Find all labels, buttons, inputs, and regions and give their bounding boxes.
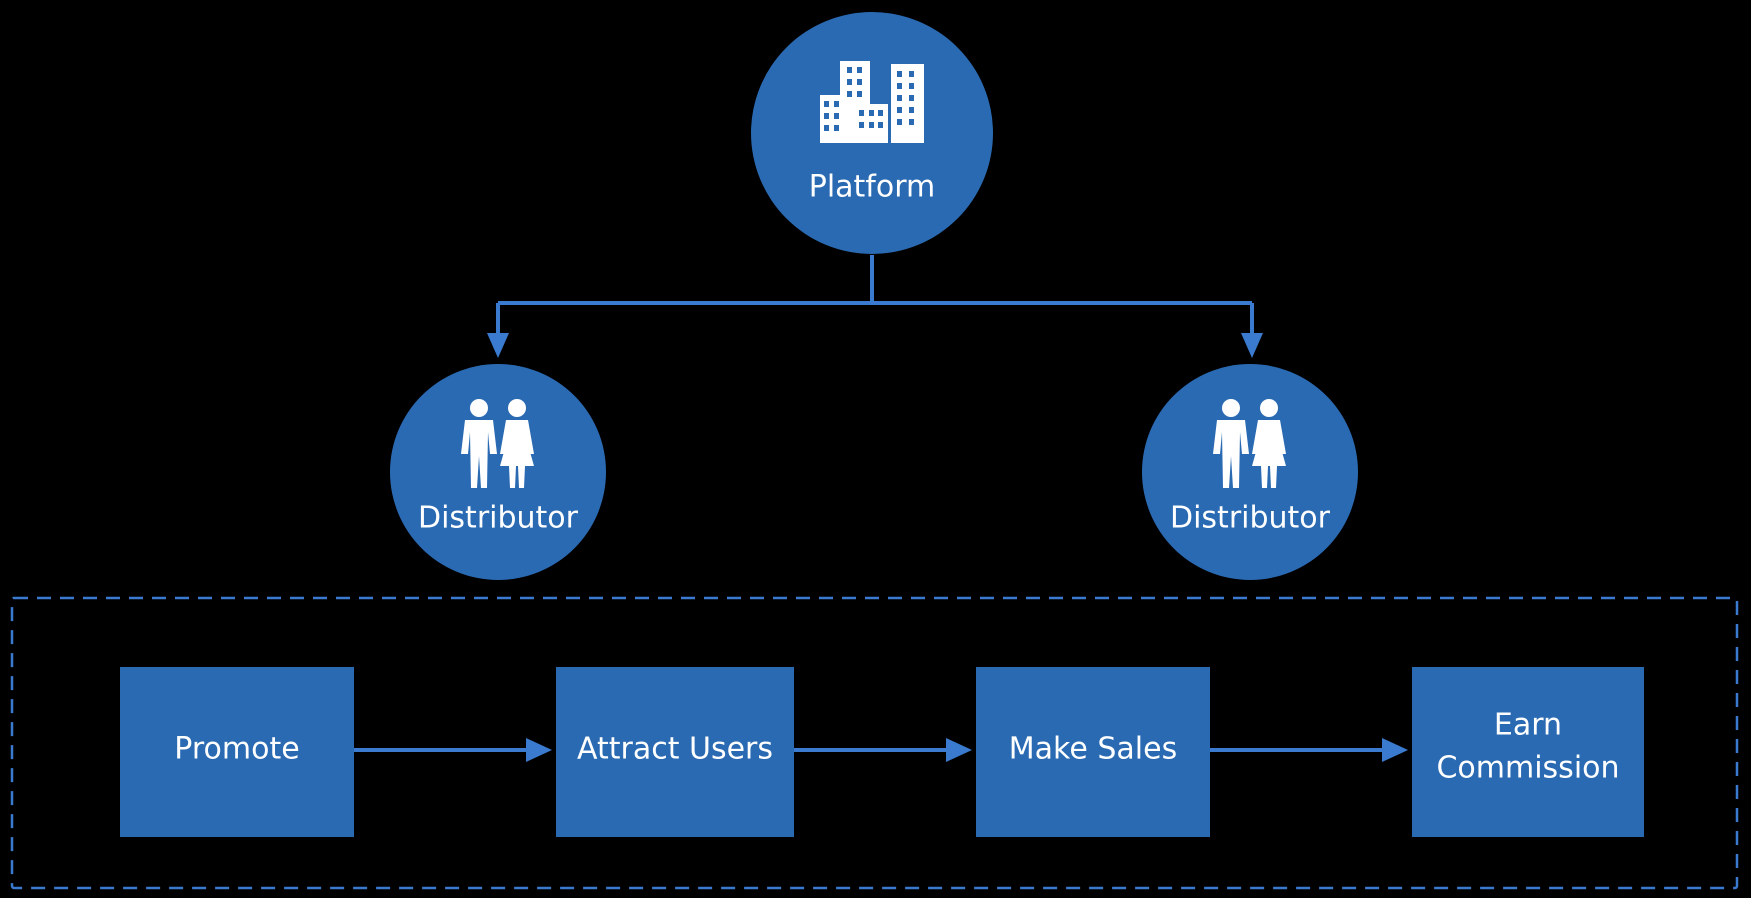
process-step-earn-commission: Earn Commission bbox=[1412, 667, 1644, 837]
arrow-promote-to-attract bbox=[526, 738, 552, 762]
arrow-attract-to-sales bbox=[946, 738, 972, 762]
couple-people-icon bbox=[1213, 399, 1286, 488]
platform-node: Platform bbox=[751, 12, 993, 254]
platform-to-distributors-connector bbox=[487, 255, 1263, 358]
office-buildings-icon bbox=[820, 61, 924, 143]
step-label: Attract Users bbox=[577, 732, 773, 767]
process-step-promote: Promote bbox=[120, 667, 354, 837]
distributor-label-left: Distributor bbox=[418, 501, 579, 536]
step-label: Promote bbox=[174, 732, 299, 767]
step-label-line-2: Commission bbox=[1436, 751, 1619, 786]
arrow-to-left-distributor bbox=[487, 333, 509, 358]
distributor-node-right: Distributor bbox=[1142, 364, 1358, 580]
distributor-label-right: Distributor bbox=[1170, 501, 1331, 536]
process-step-make-sales: Make Sales bbox=[976, 667, 1210, 837]
step-label-line-1: Earn bbox=[1494, 708, 1562, 743]
couple-people-icon bbox=[461, 399, 534, 488]
step-label: Make Sales bbox=[1009, 732, 1177, 767]
process-container-border bbox=[10, 596, 1739, 890]
arrow-sales-to-commission bbox=[1382, 738, 1408, 762]
distributor-node-left: Distributor bbox=[390, 364, 606, 580]
arrow-to-right-distributor bbox=[1241, 333, 1263, 358]
process-step-attract-users: Attract Users bbox=[556, 667, 794, 837]
platform-label: Platform bbox=[809, 170, 936, 205]
process-arrows bbox=[354, 738, 1408, 762]
